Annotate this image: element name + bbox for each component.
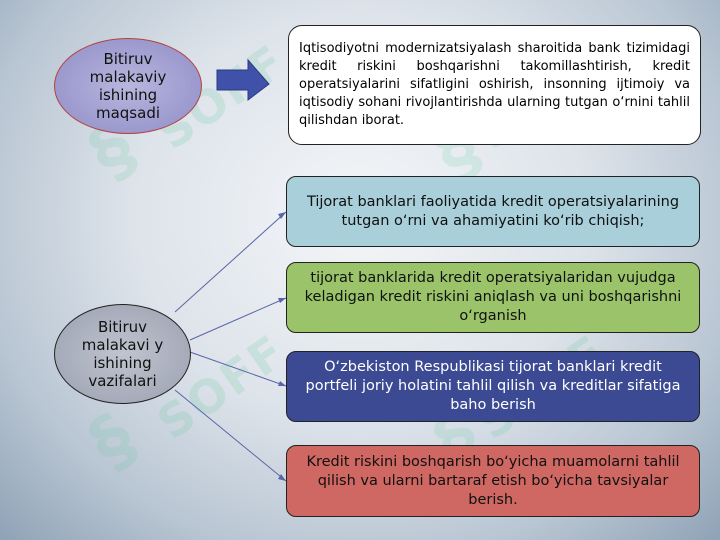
arrowhead-4	[278, 474, 286, 481]
tasks-ellipse: Bitiruv malakavi y ishining vazifalari	[54, 304, 191, 404]
connector-line-1	[174, 211, 287, 313]
task-box-4: Kredit riskini boshqarish bo‘yicha muamo…	[286, 445, 700, 517]
connector-line-3	[189, 351, 287, 387]
goal-description-text: Iqtisodiyotni modernizatsiyalash sharoit…	[299, 41, 690, 128]
task-text-1: Tijorat banklari faoliyatida kredit oper…	[306, 193, 680, 229]
task-text-3: O‘zbekiston Respublikasi tijorat banklar…	[305, 359, 681, 413]
connector-line-4	[174, 389, 287, 482]
connector-line-2	[189, 297, 287, 341]
goal-label: Bitiruv malakaviy ishining maqsadi	[89, 50, 167, 122]
task-box-3: O‘zbekiston Respublikasi tijorat banklar…	[286, 351, 700, 422]
task-box-2: tijorat banklarida kredit operatsiyalari…	[286, 262, 700, 333]
goal-ellipse: Bitiruv malakaviy ishining maqsadi	[54, 38, 202, 134]
goal-description-box: Iqtisodiyotni modernizatsiyalash sharoit…	[288, 25, 701, 145]
arrowhead-2	[278, 298, 286, 303]
right-arrow-icon	[216, 58, 270, 102]
arrowhead-3	[278, 381, 286, 386]
task-text-4: Kredit riskini boshqarish bo‘yicha muamo…	[306, 453, 680, 508]
task-box-1: Tijorat banklari faoliyatida kredit oper…	[286, 176, 700, 247]
tasks-label: Bitiruv malakavi y ishining vazifalari	[81, 318, 164, 390]
task-text-2: tijorat banklarida kredit operatsiyalari…	[304, 270, 682, 324]
arrowhead-1	[278, 212, 286, 219]
